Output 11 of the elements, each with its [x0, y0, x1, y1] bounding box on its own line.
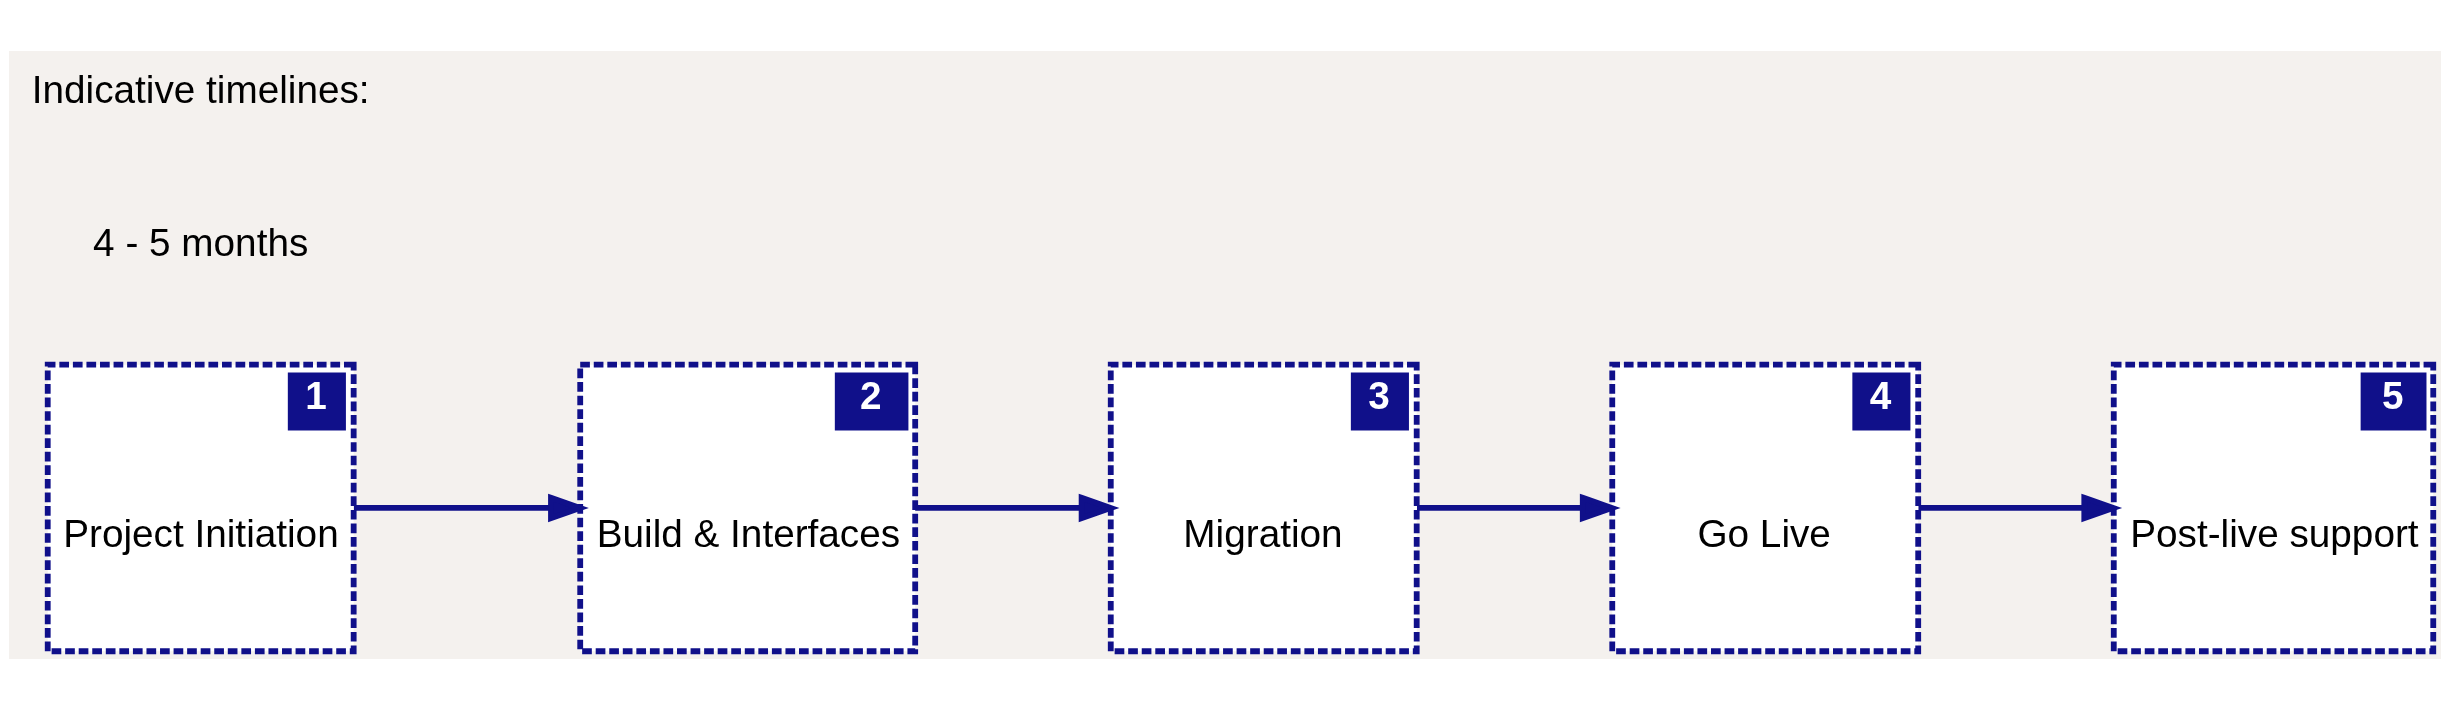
- arrow: [353, 493, 589, 522]
- node-box: 3 Migration: [1107, 361, 1420, 654]
- node-box: 1 Project Initiation: [44, 361, 357, 654]
- arrow: [1918, 493, 2123, 522]
- node-box: 2 Build & Interfaces: [577, 361, 919, 654]
- label: 4 - 5 months: [93, 220, 309, 264]
- arrow: [915, 493, 1120, 522]
- label: Indicative timelines:: [31, 67, 370, 111]
- node-box: 5 Post-live support: [2110, 361, 2437, 654]
- node-box: 4 Go Live: [1609, 361, 1922, 654]
- arrow: [1417, 493, 1621, 522]
